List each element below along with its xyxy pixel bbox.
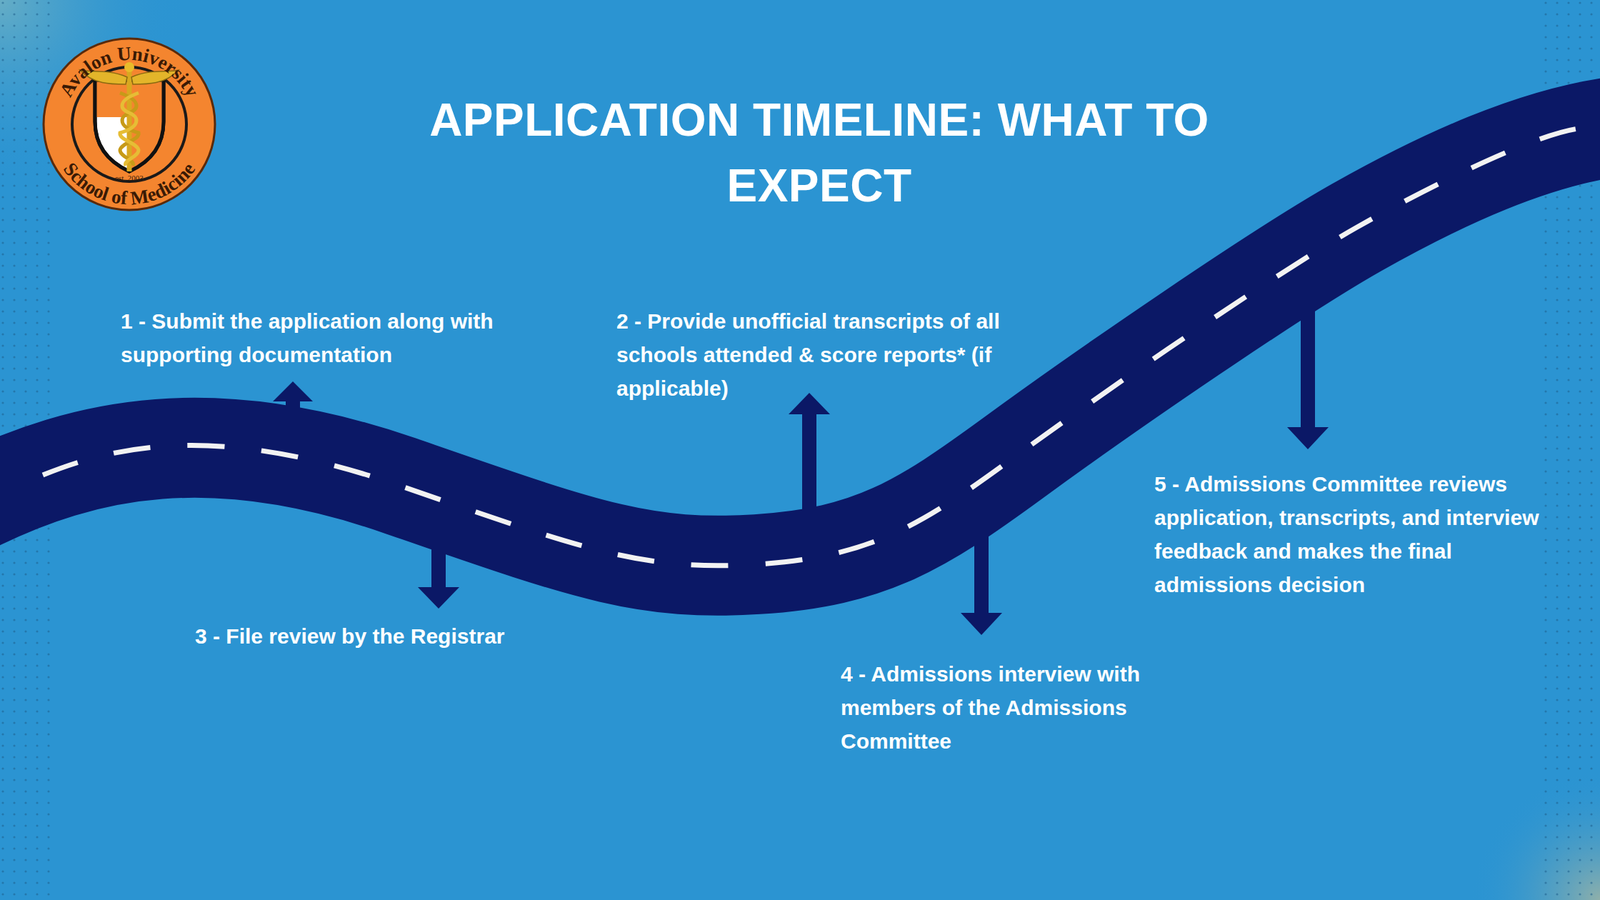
step-label: 5 - Admissions Committee reviews applica… — [1154, 467, 1562, 602]
step-label: 1 - Submit the application along with su… — [120, 304, 564, 372]
step-label: 2 - Provide unofficial transcripts of al… — [616, 304, 1038, 405]
logo-text: Avalon University — [55, 42, 204, 101]
school-logo: Avalon University School of Medicine est… — [43, 38, 215, 210]
step-label: 3 - File review by the Registrar — [195, 619, 505, 653]
logo-text: est. 2003 — [115, 173, 144, 183]
step-label: 4 - Admissions interview with members of… — [840, 657, 1184, 758]
svg-text:School of Medicine: School of Medicine — [59, 158, 200, 210]
diagram-title: APPLICATION TIMELINE: WHAT TO EXPECT — [426, 87, 1213, 219]
logo-text: School of Medicine — [59, 158, 200, 210]
svg-text:Avalon University: Avalon University — [55, 42, 204, 101]
